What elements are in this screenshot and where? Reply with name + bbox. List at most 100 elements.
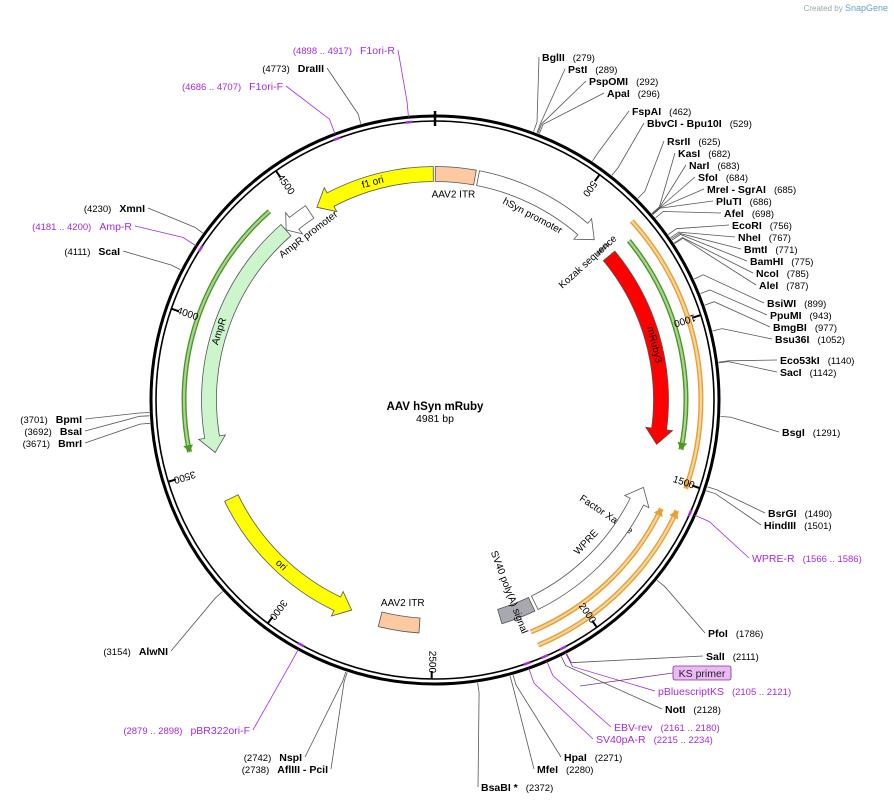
tick-mark xyxy=(692,314,702,319)
enzyme-bmgbi[interactable]: BmgBI(977) xyxy=(773,322,837,334)
enzyme-scai[interactable]: (4111)ScaI xyxy=(64,246,120,258)
enzyme-rsrii[interactable]: RsrII(625) xyxy=(667,136,721,148)
enzyme-bsabi[interactable]: BsaBI *(2372) xyxy=(481,782,553,794)
feature-label-aav2-itr-2: AAV2 ITR xyxy=(381,598,425,609)
primer-amp-r[interactable]: (4181 .. 4200)Amp-R xyxy=(32,221,132,233)
enzyme-bmti[interactable]: BmtI(771) xyxy=(744,244,798,256)
enzyme-nari[interactable]: NarI(683) xyxy=(689,160,740,172)
enzyme-alei[interactable]: AleI(787) xyxy=(759,280,808,292)
enzyme-bglii[interactable]: BglII(279) xyxy=(542,52,595,64)
enzyme-bmri[interactable]: (3671)BmrI xyxy=(23,438,82,450)
primer-ebv-rev[interactable]: EBV-rev(2161 .. 2180) xyxy=(614,722,720,734)
feature-kozak-sequence[interactable] xyxy=(596,242,610,256)
enzyme-mfei[interactable]: MfeI(2280) xyxy=(537,764,593,776)
enzyme-bbvci-bpu10i[interactable]: BbvCI - Bpu10I(529) xyxy=(647,118,752,130)
primer-f1ori-r[interactable]: (4898 .. 4917)F1ori-R xyxy=(293,45,396,57)
enzyme-pspomi[interactable]: PspOMI(292) xyxy=(589,76,658,88)
feature-aav2-itr-2[interactable] xyxy=(377,611,421,634)
enzyme-bamhi[interactable]: BamHI(775) xyxy=(750,256,813,268)
primer-sv40pa-r[interactable]: SV40pA-R(2215 .. 2234) xyxy=(596,734,713,746)
primer-pbluescriptks[interactable]: pBluescriptKS(2105 .. 2121) xyxy=(658,686,791,698)
enzyme-ecori[interactable]: EcoRI(756) xyxy=(732,220,792,232)
enzyme-saci[interactable]: SacI(1142) xyxy=(780,367,836,379)
primer-site-pbr322ori-f xyxy=(297,641,305,648)
tick-label: 3000 xyxy=(267,597,289,622)
enzyme-bsai[interactable]: (3692)BsaI xyxy=(24,426,82,438)
tick-label: 1500 xyxy=(671,474,696,492)
enzyme-bsiwi[interactable]: BsiWI(899) xyxy=(767,298,826,310)
feature-hsyn-promoter[interactable] xyxy=(476,170,595,241)
enzyme-sali[interactable]: SalI(2111) xyxy=(706,651,759,663)
enzyme-alwni[interactable]: (3154)AlwNI xyxy=(103,646,168,658)
primer-f1ori-f[interactable]: (4686 .. 4707)F1ori-F xyxy=(182,81,283,93)
ks-primer-badge[interactable]: KS primer xyxy=(579,665,732,687)
enzyme-eco53ki[interactable]: Eco53kI(1140) xyxy=(780,355,854,367)
enzyme-ncoi[interactable]: NcoI(785) xyxy=(756,268,809,280)
enzyme-leader-bmri xyxy=(84,422,151,444)
enzyme-pluti[interactable]: PluTI(686) xyxy=(716,196,772,208)
enzyme-bsu36i[interactable]: Bsu36I(1052) xyxy=(775,334,845,346)
feature-ori[interactable] xyxy=(224,494,353,617)
primer-pbr322ori-f[interactable]: (2879 .. 2898)pBR322ori-F xyxy=(123,725,250,737)
primer-leader-ebv-rev xyxy=(546,660,612,728)
enzyme-hindiii[interactable]: HindIII(1501) xyxy=(764,520,832,532)
backbone-outer xyxy=(149,114,721,686)
enzyme-leader-afei xyxy=(655,211,722,219)
enzyme-leader-bsgi xyxy=(720,416,780,433)
enzyme-apai[interactable]: ApaI(296) xyxy=(607,88,660,100)
enzyme-leader-bmti xyxy=(671,232,742,250)
feature-aav2-itr[interactable] xyxy=(434,166,477,186)
enzyme-leader-pfoi xyxy=(656,579,706,634)
enzyme-leader-pluti xyxy=(652,200,714,215)
enzyme-draiii[interactable]: (4773)DraIII xyxy=(262,63,324,75)
orf-wpre-orange-a-head xyxy=(669,510,679,520)
enzyme-nspi[interactable]: (2742)NspI xyxy=(244,752,302,764)
enzyme-afei[interactable]: AfeI(698) xyxy=(724,208,774,220)
enzyme-leader-pspomi xyxy=(537,80,587,134)
enzyme-fspai[interactable]: FspAI(462) xyxy=(632,106,691,118)
enzyme-psti[interactable]: PstI(289) xyxy=(568,64,617,76)
enzyme-leader-fspai xyxy=(592,110,630,162)
enzyme-bpmi[interactable]: (3701)BpmI xyxy=(20,414,82,426)
primer-leader-pbluescriptks xyxy=(564,652,656,692)
primer-leader-f1ori-f xyxy=(285,85,336,135)
primer-site-amp-r xyxy=(197,245,204,253)
feature-ampr[interactable] xyxy=(197,223,292,454)
tick-label: 3500 xyxy=(172,468,197,485)
enzyme-kasi[interactable]: KasI(682) xyxy=(678,148,730,160)
enzyme-leader-bsabi xyxy=(477,682,480,788)
enzyme-pfoi[interactable]: PfoI(1786) xyxy=(708,628,763,640)
snapgene-watermark: Created by SnapGene xyxy=(803,3,888,13)
enzyme-sfoi[interactable]: SfoI(684) xyxy=(698,172,748,184)
enzyme-afliii-pcii[interactable]: (2738)AflIII - PciI xyxy=(242,764,328,776)
enzyme-noti[interactable]: NotI(2128) xyxy=(665,704,721,716)
primer-leader-sv40pa-r xyxy=(528,667,594,740)
enzyme-leader-mrei-sgrai xyxy=(652,188,705,215)
enzyme-bsrgi[interactable]: BsrGI(1490) xyxy=(768,508,832,520)
enzyme-leader-nspi xyxy=(304,671,347,758)
enzyme-leader-hindiii xyxy=(706,490,762,526)
feature-ampr-promoter[interactable] xyxy=(285,205,315,235)
primer-site-f1ori-r xyxy=(405,120,413,124)
feature-mruby3[interactable] xyxy=(602,250,674,446)
orf-mruby-green-head xyxy=(677,441,688,450)
tick-mark xyxy=(691,484,701,490)
enzyme-leader-rsrii xyxy=(637,140,665,199)
tick-mark xyxy=(171,307,180,313)
tick-label: 4500 xyxy=(275,173,297,198)
enzyme-xmni[interactable]: (4230)XmnI xyxy=(84,203,145,215)
enzyme-mrei-sgrai[interactable]: MreI - SgrAI(685) xyxy=(707,184,796,196)
enzyme-nhei[interactable]: NheI(767) xyxy=(738,232,791,244)
feature-sv40-poly-a-signal[interactable] xyxy=(497,596,536,625)
tick-label: 2500 xyxy=(426,651,437,674)
backbone-layer xyxy=(149,114,721,686)
tick-mark xyxy=(275,170,282,178)
enzyme-bsgi[interactable]: BsgI(1291) xyxy=(782,427,840,439)
enzyme-ppumi[interactable]: PpuMI(943) xyxy=(770,310,832,322)
enzyme-hpai[interactable]: HpaI(2271) xyxy=(564,752,622,764)
enzyme-leader-psti xyxy=(536,68,566,133)
primer-wpre-r[interactable]: WPRE-R(1566 .. 1586) xyxy=(752,553,862,565)
orf-mruby-green-core xyxy=(628,240,688,450)
feature-wpre[interactable] xyxy=(530,486,650,611)
feature-f1-ori[interactable] xyxy=(316,166,434,213)
